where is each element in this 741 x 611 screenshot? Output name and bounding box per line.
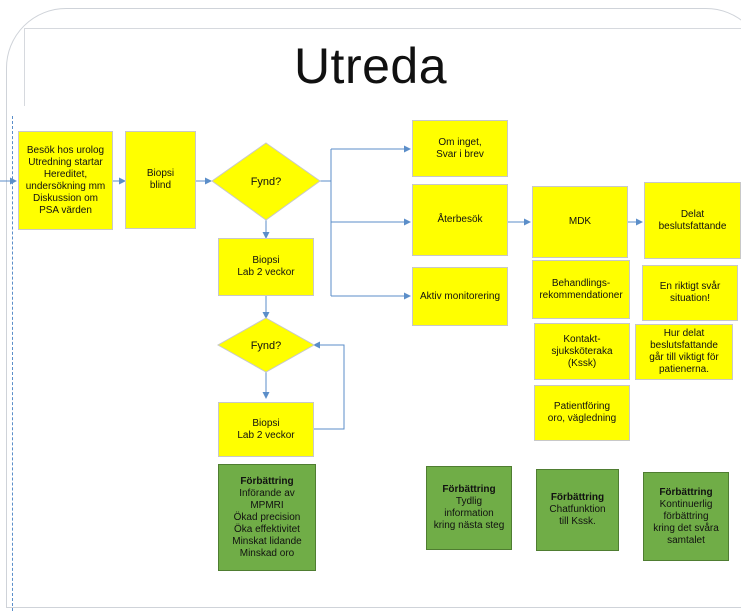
box-riktigt-svar-situation: En riktigt svår situation! xyxy=(642,265,738,321)
box-biopsi-lab-1: Biopsi Lab 2 veckor xyxy=(218,238,314,296)
box-aterbesok: Återbesök xyxy=(412,184,508,256)
box-aktiv-monitorering: Aktiv monitorering xyxy=(412,267,508,326)
page-title: Utreda xyxy=(293,38,448,94)
box-hur-delat-beslutsfattande: Hur delat beslutsfattande går till vikti… xyxy=(635,324,733,380)
title-banner xyxy=(24,28,741,106)
decision-diamond-1 xyxy=(211,142,321,221)
improvement-box-2: Förbättring Tydlig information kring näs… xyxy=(426,466,512,550)
improvement-text: Tydlig information kring nästa steg xyxy=(433,496,505,531)
improvement-box-4: Förbättring Kontinuerlig förbättring kri… xyxy=(643,472,729,561)
box-mdk: MDK xyxy=(532,186,628,258)
box-delat-beslutsfattande: Delat beslutsfattande xyxy=(644,182,741,259)
box-besok-urolog: Besök hos urolog Utredning startar Hered… xyxy=(18,131,113,230)
box-biopsi-blind: Biopsi blind xyxy=(125,131,196,229)
label-fynd-2: Fynd? xyxy=(250,340,282,352)
box-om-inget: Om inget, Svar i brev xyxy=(412,120,508,177)
improvement-text: Chatfunktion till Kssk. xyxy=(549,504,606,527)
improvement-title: Förbättring xyxy=(659,486,713,498)
box-patientforing: Patientföring oro, vägledning xyxy=(534,385,630,441)
box-kontaktsjukskoterska: Kontakt- sjuksköteraka (Kssk) xyxy=(534,323,630,380)
improvement-title: Förbättring xyxy=(240,475,294,487)
arrow-loop-back xyxy=(313,341,345,430)
decision-diamond-2 xyxy=(216,317,316,373)
improvement-box-1: Förbättring Införande av MPMRI Ökad prec… xyxy=(218,464,316,571)
label-fynd-1: Fynd? xyxy=(250,176,282,188)
improvement-title: Förbättring xyxy=(442,484,496,495)
improvement-box-3: Förbättring Chatfunktion till Kssk. xyxy=(536,469,619,551)
improvement-text: Införande av MPMRI Ökad precision Öka ef… xyxy=(232,487,302,559)
improvement-text: Kontinuerlig förbättring kring det svåra… xyxy=(653,498,719,546)
box-behandlingsrekommendationer: Behandlings- rekommendationer xyxy=(532,260,630,319)
dashed-guide-line xyxy=(12,116,13,611)
box-biopsi-lab-2: Biopsi Lab 2 veckor xyxy=(218,402,314,457)
improvement-title: Förbättring xyxy=(550,492,605,503)
